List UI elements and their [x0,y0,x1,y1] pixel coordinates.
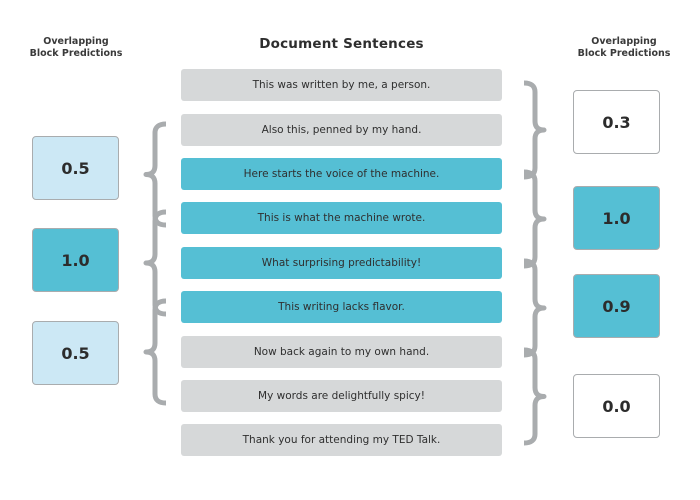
sentence-4: This is what the machine wrote. [181,202,502,234]
right-brace-2 [523,169,547,269]
right-brace-1 [523,80,547,180]
right-prediction-1: 0.3 [573,90,660,154]
document-sentences-title: Document Sentences [259,36,424,52]
prediction-value: 1.0 [602,208,631,228]
right-prediction-4: 0.0 [573,374,660,438]
sentence-text: My words are delightfully spicy! [258,390,425,402]
sentence-text: This was written by me, a person. [252,79,431,91]
left-header-line-2: Block Predictions [29,48,123,59]
sentence-text: What surprising predictability! [261,257,422,269]
sentence-text: Now back again to my own hand. [253,346,430,358]
prediction-value: 1.0 [61,250,90,270]
right-brace-3 [523,258,547,358]
right-header-line-2: Block Predictions [577,48,671,59]
sentence-text: This writing lacks flavor. [278,301,405,313]
prediction-value: 0.9 [602,296,631,316]
right-prediction-3: 0.9 [573,274,660,338]
prediction-value: 0.3 [602,112,631,132]
left-prediction-3: 0.5 [32,321,119,385]
sentence-5: What surprising predictability! [181,247,502,279]
prediction-value: 0.5 [61,158,90,178]
right-prediction-2: 1.0 [573,186,660,250]
left-prediction-1: 0.5 [32,136,119,200]
left-brace-1 [143,121,167,228]
sentence-7: Now back again to my own hand. [181,336,502,368]
sentence-2: Also this, penned by my hand. [181,114,502,146]
right-brace-4 [523,347,547,446]
left-brace-2 [143,209,167,317]
sentence-text: This is what the machine wrote. [257,212,426,224]
left-brace-3 [143,298,167,406]
sentence-text: Here starts the voice of the machine. [243,168,440,180]
sentence-9: Thank you for attending my TED Talk. [181,424,502,456]
left-column-header: Overlapping Block Predictions [11,36,141,60]
prediction-value: 0.0 [602,396,631,416]
sentence-8: My words are delightfully spicy! [181,380,502,412]
left-header-line-1: Overlapping [43,36,109,47]
right-column-header: Overlapping Block Predictions [559,36,689,60]
right-header-line-1: Overlapping [591,36,657,47]
prediction-value: 0.5 [61,343,90,363]
sentence-1: This was written by me, a person. [181,69,502,101]
sentence-3: Here starts the voice of the machine. [181,158,502,190]
sentence-6: This writing lacks flavor. [181,291,502,323]
sentence-text: Also this, penned by my hand. [261,124,422,136]
left-prediction-2: 1.0 [32,228,119,292]
sentence-text: Thank you for attending my TED Talk. [242,434,441,446]
